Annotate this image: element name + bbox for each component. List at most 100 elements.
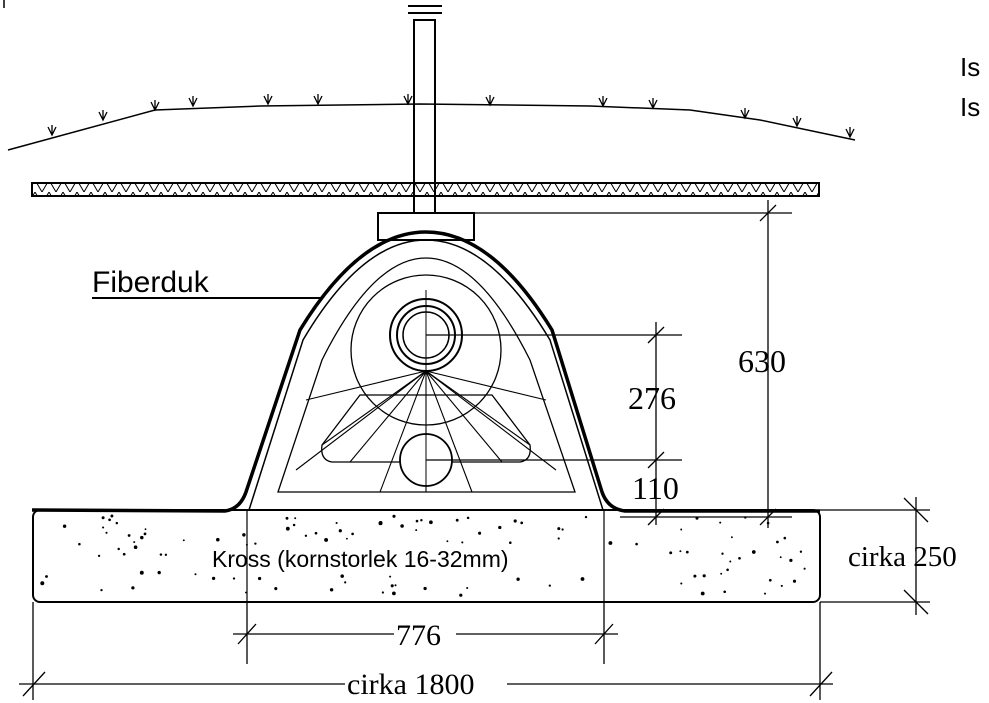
chamber-top-cap bbox=[377, 212, 475, 241]
chamber-rib bbox=[425, 370, 531, 446]
grass-tick bbox=[648, 98, 658, 110]
dimension-bed-width-label: cirka 1800 bbox=[347, 668, 474, 701]
gravel-dot bbox=[738, 556, 741, 560]
gravel-dot bbox=[102, 526, 105, 529]
gravel-dot bbox=[127, 534, 131, 537]
chamber-rib bbox=[425, 370, 473, 493]
chamber-inner-frame bbox=[321, 394, 531, 463]
gravel-dot bbox=[455, 518, 459, 522]
gravel-dot bbox=[461, 541, 464, 544]
gravel-dot bbox=[557, 527, 561, 531]
gravel-dot bbox=[726, 568, 729, 572]
gravel-dot bbox=[803, 567, 806, 570]
gravel-dot bbox=[415, 519, 419, 523]
gravel-dot bbox=[768, 578, 772, 582]
grass-tick bbox=[403, 94, 413, 106]
gravel-dot bbox=[164, 553, 168, 556]
dimension-276 bbox=[426, 322, 682, 525]
gravel-dot bbox=[394, 584, 397, 587]
gravel-dot bbox=[685, 550, 689, 554]
fabric-line bbox=[31, 230, 820, 513]
margin-text-2: Is bbox=[960, 92, 980, 122]
dimension-bed-thickness-label: cirka 250 bbox=[848, 541, 957, 573]
chamber-rib bbox=[295, 370, 427, 471]
gravel-dot bbox=[40, 581, 45, 586]
gravel-dot bbox=[799, 550, 803, 553]
gravel-dot bbox=[635, 542, 638, 546]
gravel-dot bbox=[211, 576, 216, 581]
gravel-dot bbox=[680, 528, 683, 531]
chamber-rib bbox=[425, 370, 547, 401]
gravel-dot bbox=[389, 575, 392, 578]
gravel-dot bbox=[194, 573, 197, 576]
gravel-dot bbox=[520, 521, 524, 525]
gravel-dot bbox=[498, 525, 502, 530]
gravel-dot bbox=[110, 514, 114, 518]
gravel-dot bbox=[719, 521, 722, 524]
chamber-rib bbox=[425, 370, 557, 471]
gravel-dot bbox=[285, 526, 290, 531]
gravel-dot bbox=[144, 528, 147, 531]
gravel-dot bbox=[548, 584, 551, 587]
gravel-dot bbox=[779, 556, 782, 559]
gravel-dot bbox=[108, 518, 111, 522]
dimension-bed-thickness bbox=[820, 497, 930, 615]
dimension-bed-width bbox=[19, 602, 833, 700]
chamber-shell bbox=[248, 239, 604, 511]
grass-tick bbox=[598, 96, 608, 108]
gravel-dot bbox=[329, 588, 334, 592]
gravel-dot bbox=[340, 574, 344, 578]
gravel-dot bbox=[780, 584, 783, 587]
grass-tick bbox=[740, 108, 750, 120]
gravel-dot bbox=[478, 531, 482, 535]
gravel-dot bbox=[117, 547, 120, 551]
dimension-630 bbox=[473, 200, 792, 528]
gravel-dot bbox=[378, 521, 383, 525]
gravel-dot bbox=[561, 528, 564, 531]
gravel-dot bbox=[346, 537, 348, 540]
dimension-776-label: 776 bbox=[396, 619, 441, 652]
gravel-dot bbox=[392, 514, 396, 518]
gravel-dot bbox=[415, 529, 418, 532]
gravel-dot bbox=[45, 575, 48, 578]
gravel-dot bbox=[97, 554, 101, 558]
gravel-dot bbox=[140, 535, 144, 540]
gravel-dot bbox=[133, 541, 136, 544]
gravel-dot bbox=[466, 586, 469, 590]
gravel-dot bbox=[78, 542, 81, 546]
fabric-label: Fiberduk bbox=[92, 266, 210, 299]
gravel-dot bbox=[232, 577, 236, 580]
gravel-dot bbox=[608, 541, 613, 545]
gravel-dot bbox=[509, 541, 512, 544]
grass-tick bbox=[313, 94, 323, 106]
gravel-dot bbox=[669, 551, 673, 555]
gravel-dot bbox=[776, 540, 779, 544]
gravel-dot bbox=[789, 558, 793, 563]
gravel-dot bbox=[392, 591, 396, 596]
chamber-ribs bbox=[295, 370, 557, 493]
chamber-inner-shell bbox=[277, 257, 576, 493]
gravel-dot bbox=[274, 587, 278, 591]
cover-board bbox=[31, 182, 820, 197]
grass-tick bbox=[792, 116, 802, 128]
gravel-dot bbox=[390, 584, 394, 588]
gravel-dot bbox=[335, 521, 338, 525]
gravel-dot bbox=[157, 570, 161, 575]
gravel-dot bbox=[294, 517, 297, 520]
gravel-dot bbox=[216, 537, 220, 542]
gravel-dot bbox=[143, 532, 147, 536]
grass-tick bbox=[47, 125, 57, 137]
gravel-dot bbox=[557, 537, 560, 540]
gravel-dot bbox=[720, 572, 723, 575]
gravel-dot bbox=[62, 524, 67, 528]
gravel-dot bbox=[242, 533, 246, 537]
gravel-dot bbox=[182, 539, 185, 542]
gravel-dot bbox=[338, 529, 342, 533]
gravel-dot bbox=[783, 536, 787, 540]
chamber-rib bbox=[349, 370, 427, 463]
gravel-dot bbox=[101, 516, 105, 520]
grass-tick bbox=[188, 96, 198, 108]
gravel-dot bbox=[351, 532, 354, 536]
gravel-dot bbox=[105, 531, 108, 534]
